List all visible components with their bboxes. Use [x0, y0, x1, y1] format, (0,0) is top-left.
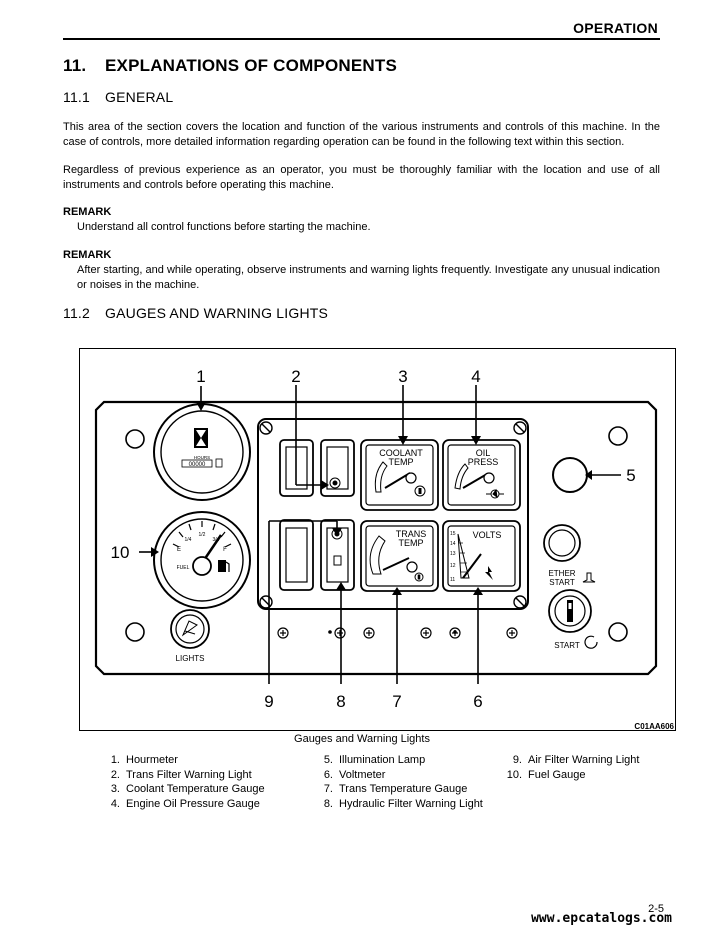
coolant-label-2: TEMP	[388, 457, 413, 467]
fuel-q1: 1/4	[185, 537, 192, 543]
fuel-e: E	[177, 547, 181, 553]
fuel-pump-icon	[218, 560, 230, 572]
chapter-heading: 11. EXPLANATIONS OF COMPONENTS	[63, 56, 397, 76]
paragraph-familiarity: Regardless of previous experience as an …	[63, 164, 660, 191]
callout-6: 6	[473, 692, 482, 711]
watermark: www.epcatalogs.com	[531, 911, 672, 926]
legend-item: 2.Trans Filter Warning Light	[110, 768, 252, 781]
chapter-number: 11.	[63, 56, 87, 75]
bolt-icon	[485, 566, 493, 580]
coolant-label-1: COOLANT	[379, 448, 423, 458]
panel-screws	[125, 426, 628, 642]
callout-9: 9	[264, 692, 273, 711]
plate-screws	[259, 421, 527, 609]
svg-text:13: 13	[450, 551, 456, 557]
bottom-screws	[277, 627, 518, 639]
svg-text:15: 15	[450, 531, 456, 537]
ether-start-button: ETHER START	[543, 524, 596, 587]
callout-7: 7	[392, 692, 401, 711]
callout-5: 5	[626, 466, 635, 485]
svg-text:11: 11	[450, 577, 455, 583]
svg-text:14: 14	[450, 541, 456, 547]
callout-10: 10	[111, 543, 130, 562]
lights-switch: LIGHTS	[170, 609, 210, 663]
trans-label-2: TEMP	[398, 538, 423, 548]
legend-item: 3.Coolant Temperature Gauge	[110, 783, 265, 795]
chapter-title: EXPLANATIONS OF COMPONENTS	[105, 56, 398, 75]
oil-can-icon	[486, 488, 504, 499]
lights-label: LIGHTS	[176, 654, 205, 663]
callout-4: 4	[471, 367, 480, 386]
section-title: GENERAL	[105, 89, 174, 105]
legend-column-1: 1.Hourmeter 2.Trans Filter Warning Light…	[103, 753, 265, 811]
legend-item: 6.Voltmeter	[323, 768, 386, 781]
callout-numbers: 1 2 3 4 5 6 7 8 9 10	[111, 367, 636, 711]
volt-ticks: 15 14 13 12 11	[450, 531, 456, 583]
remark-text: After starting, and while operating, obs…	[77, 264, 660, 291]
oil-label-2: PRESS	[468, 457, 499, 467]
hours-digits: 00000	[189, 462, 206, 468]
header-rule	[63, 38, 660, 40]
legend-item: 9.Air Filter Warning Light	[512, 754, 640, 766]
legend-item: 4.Engine Oil Pressure Gauge	[110, 797, 260, 810]
fuel-label: FUEL	[177, 565, 190, 571]
instrument-panel-figure: HOURS 00000 E 1/4 1/2 3/4 F FUEL LIG	[79, 348, 676, 731]
legend-column-2: 5.Illumination Lamp 6.Voltmeter 7.Trans …	[316, 753, 483, 811]
fuel-gauge: E 1/4 1/2 3/4 F FUEL	[153, 511, 251, 609]
hourmeter-gauge: HOURS 00000	[153, 403, 251, 501]
hours-label: HOURS	[194, 455, 210, 460]
page-number: 2-5	[648, 903, 664, 915]
legend-item: 1.Hourmeter	[110, 754, 178, 766]
callout-1: 1	[196, 367, 205, 386]
remark-text: Understand all control functions before …	[77, 221, 371, 233]
section-title: GAUGES AND WARNING LIGHTS	[105, 305, 329, 321]
remark-label: REMARK	[63, 249, 112, 261]
callout-3: 3	[398, 367, 407, 386]
fuel-f: F	[223, 547, 227, 553]
warning-lights	[279, 439, 355, 591]
fuel-ticks	[172, 521, 232, 548]
section-heading-gauges: 11.2 GAUGES AND WARNING LIGHTS	[63, 305, 328, 321]
section-number: 11.2	[63, 305, 91, 321]
figure-code: C01AA606	[634, 722, 674, 731]
fuel-q2: 1/2	[199, 532, 206, 538]
ether-label-2: START	[549, 578, 575, 587]
section-heading-general: 11.1 GENERAL	[63, 89, 173, 105]
section-number: 11.1	[63, 89, 91, 105]
oil-label-1: OIL	[476, 448, 491, 458]
start-label: START	[554, 641, 580, 650]
oil-pressure-gauge: OIL PRESS	[442, 439, 521, 511]
legend-item: 7.Trans Temperature Gauge	[323, 783, 468, 795]
trans-label-1: TRANS	[396, 529, 427, 539]
volts-label: VOLTS	[473, 530, 502, 540]
start-icon	[584, 635, 598, 649]
ether-icon	[582, 572, 596, 583]
illumination-lamp	[552, 457, 588, 493]
legend-item: 5.Illumination Lamp	[323, 754, 426, 766]
legend-item: 8.Hydraulic Filter Warning Light	[323, 797, 483, 810]
trans-temp-gauge: TRANS TEMP	[360, 520, 439, 592]
legend-column-3: 9.Air Filter Warning Light 10.Fuel Gauge	[505, 753, 640, 782]
callout-8: 8	[336, 692, 345, 711]
figure-caption: Gauges and Warning Lights	[294, 733, 430, 745]
running-header: OPERATION	[573, 20, 658, 36]
coolant-temp-gauge: COOLANT TEMP	[360, 439, 439, 511]
callout-arrowheads	[151, 402, 592, 595]
voltmeter-gauge: VOLTS 15 14 13 12 11	[442, 520, 521, 592]
start-key-switch: START	[548, 589, 598, 650]
remark-label: REMARK	[63, 206, 112, 218]
paragraph-intro: This area of the section covers the loca…	[63, 121, 660, 148]
callout-2: 2	[291, 367, 300, 386]
callout-leaders	[139, 385, 621, 684]
legend-item: 10.Fuel Gauge	[506, 768, 586, 781]
ether-label-1: ETHER	[548, 569, 575, 578]
svg-text:12: 12	[450, 563, 456, 569]
